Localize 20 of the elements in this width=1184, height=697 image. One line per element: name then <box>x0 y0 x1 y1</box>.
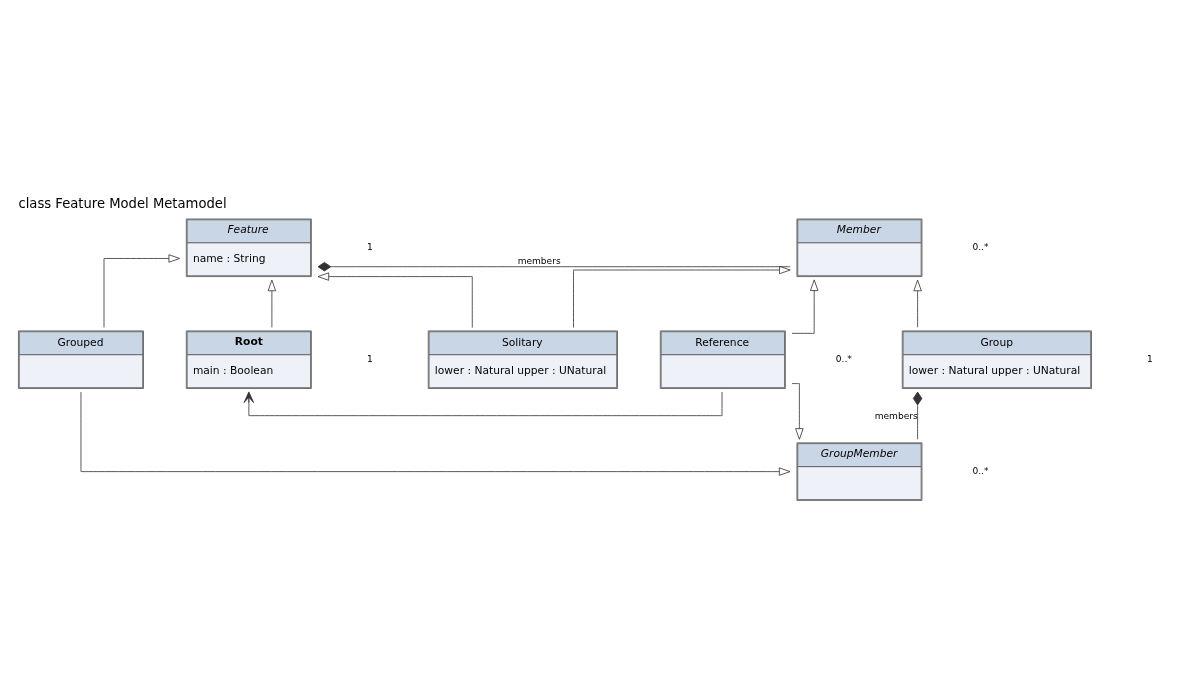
arrow <box>80 391 791 476</box>
label: 0..* <box>972 465 989 476</box>
label: 1 <box>366 353 373 364</box>
arrow <box>791 278 819 334</box>
label: 0..* <box>835 353 852 364</box>
arrow <box>573 265 791 328</box>
arrow <box>913 279 922 328</box>
arrow <box>243 391 723 416</box>
label: 1 <box>1147 353 1153 364</box>
arrow <box>791 382 804 440</box>
arrow <box>267 279 277 328</box>
connector <box>317 261 791 271</box>
diagram-title: class Feature Model Metamodel <box>18 195 227 211</box>
arrow <box>317 271 473 328</box>
edge-label: members <box>517 255 561 266</box>
arrow <box>103 253 180 328</box>
label: 0..* <box>972 241 989 252</box>
edge-label: members <box>874 410 918 421</box>
connector <box>912 391 923 440</box>
label: 1 <box>366 241 373 252</box>
